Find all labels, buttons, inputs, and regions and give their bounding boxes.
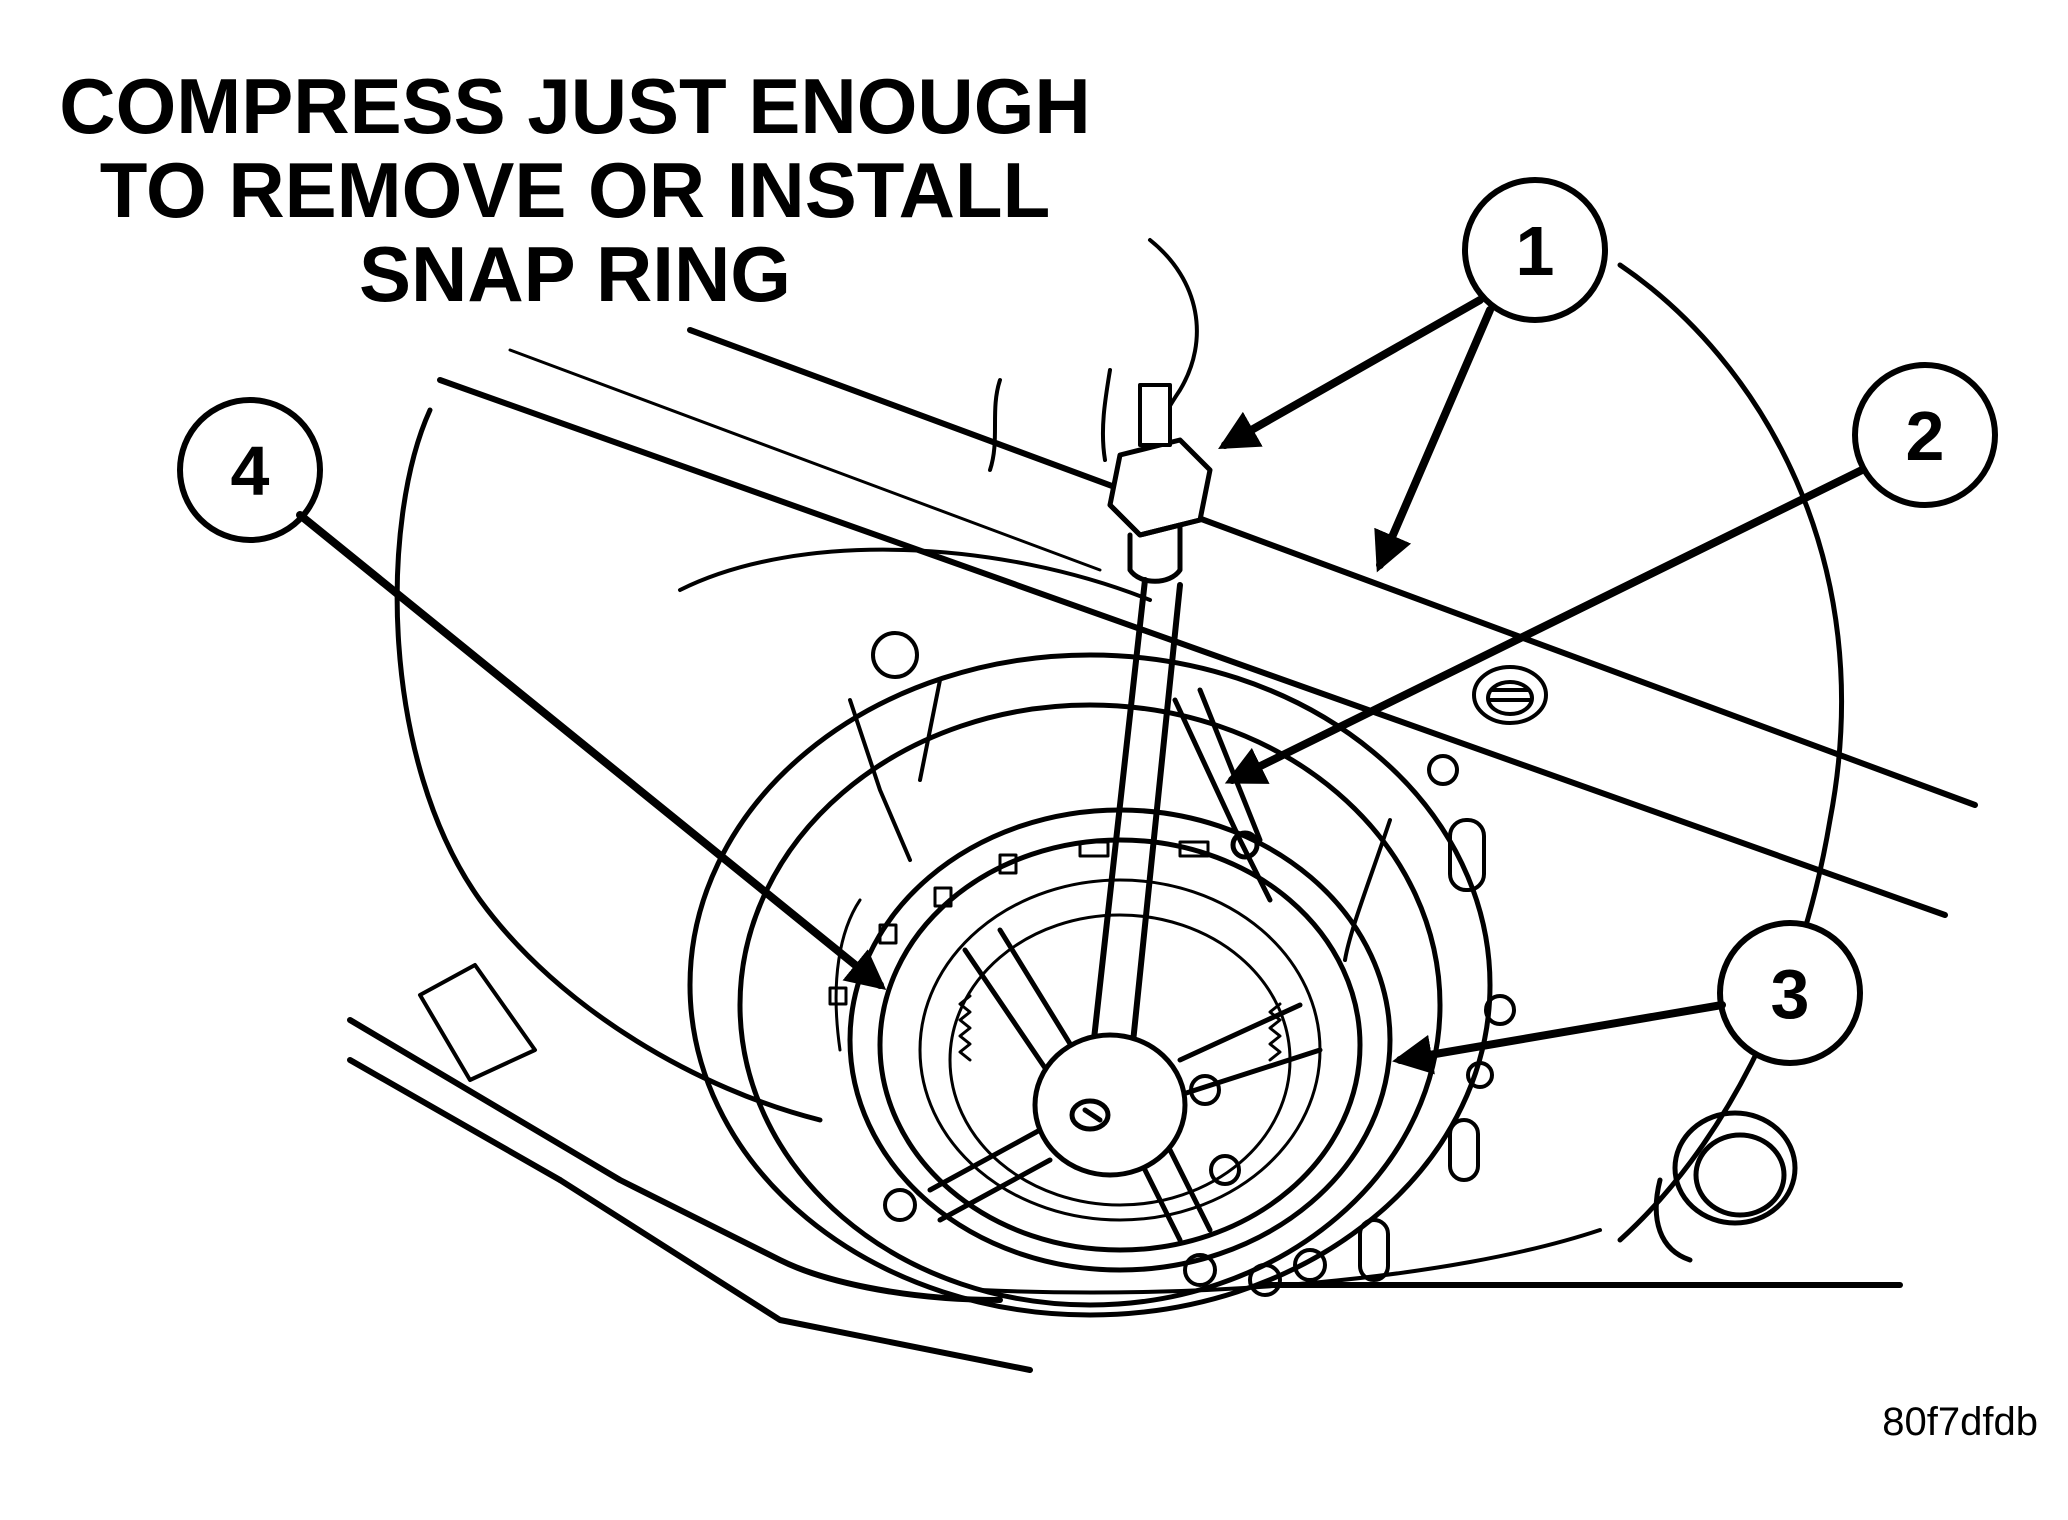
leader-3 (1392, 1001, 1726, 1075)
support-arm (1172, 687, 1273, 903)
callout-3-label: 3 (1771, 955, 1810, 1033)
callout-1-label: 1 (1516, 212, 1555, 290)
callout-3: 3 (1717, 920, 1863, 1066)
clutch-housing (687, 652, 1493, 1318)
callout-4: 4 (177, 397, 323, 543)
caption-line-3: SNAP RING (359, 230, 791, 318)
compressor-bar (437, 327, 1978, 918)
figure-code: 80f7dfdb (1882, 1400, 2038, 1444)
caption-line-2: TO REMOVE OR INSTALL (99, 146, 1051, 234)
callout-4-label: 4 (231, 432, 270, 510)
callout-2: 2 (1852, 362, 1998, 508)
callout-2-label: 2 (1906, 397, 1945, 475)
leader-1b (1374, 306, 1494, 573)
snap-ring-tabs (828, 840, 1210, 1006)
callout-1: 1 (1462, 177, 1608, 323)
leader-4 (296, 511, 887, 991)
flange-holes (848, 631, 1516, 1297)
leader-lines (296, 296, 1866, 1075)
spring-compressor-spokes (927, 927, 1323, 1243)
instruction-caption: COMPRESS JUST ENOUGH TO REMOVE OR INSTAL… (20, 64, 1130, 316)
threaded-port (1472, 665, 1548, 725)
leader-2 (1224, 466, 1866, 784)
leader-1a (1218, 296, 1484, 449)
seal-fitting (1653, 1110, 1798, 1263)
caption-line-1: COMPRESS JUST ENOUGH (59, 62, 1091, 150)
forcing-screw (1082, 383, 1213, 1123)
